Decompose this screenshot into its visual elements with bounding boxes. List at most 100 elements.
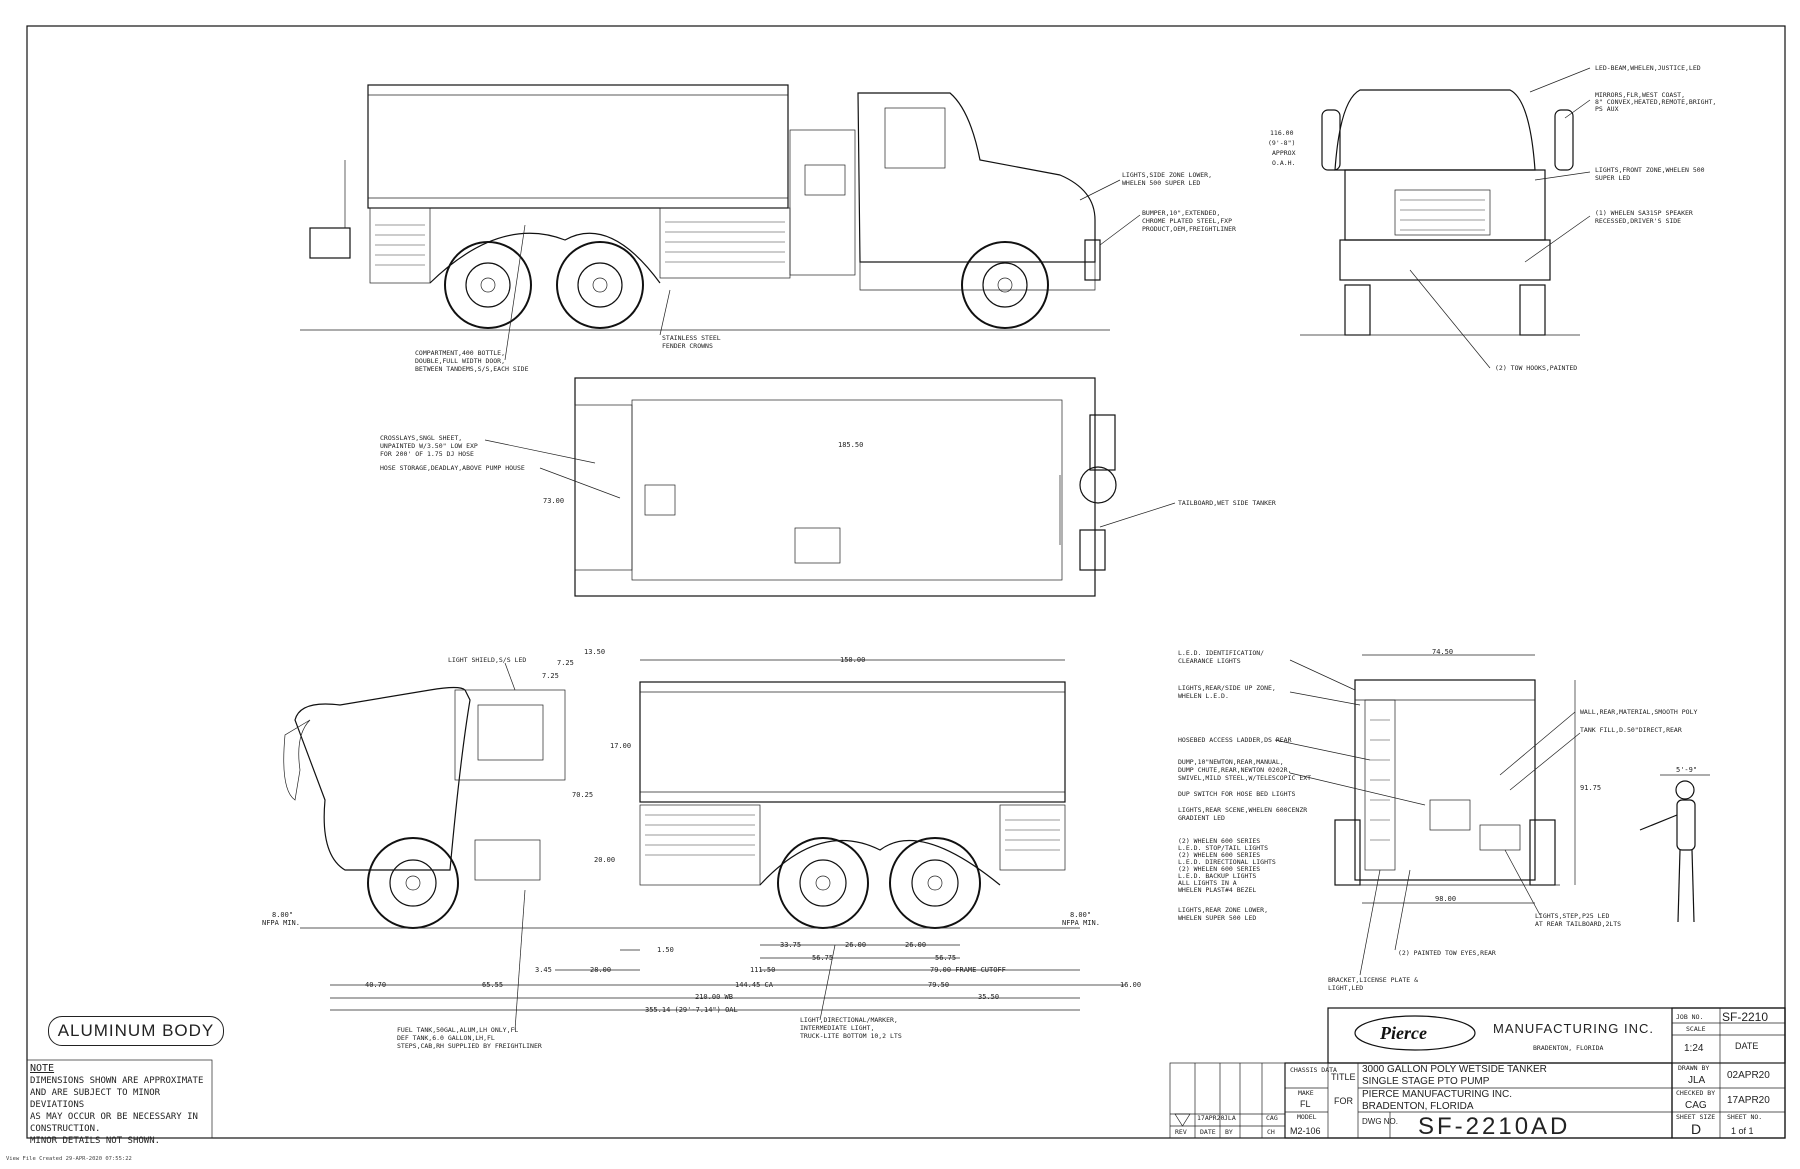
drawn-by-label: DRAWN BY: [1678, 1064, 1709, 1072]
callout-dup-switch: DUP SWITCH FOR HOSE BED LIGHTS: [1178, 790, 1295, 798]
callout-compartment-1: COMPARTMENT,400 BOTTLE,: [415, 349, 505, 357]
callout-side-light-2: WHELEN 500 SUPER LED: [1122, 179, 1200, 187]
callout-dump-2: DUMP CHUTE,REAR,NEWTON 0202R,: [1178, 766, 1292, 774]
callout-led-ident-1: L.E.D. IDENTIFICATION/: [1178, 649, 1264, 657]
dim-nfpa-right-2: NFPA MIN.: [1062, 919, 1100, 927]
note-heading: NOTE: [30, 1063, 55, 1074]
callout-hose-storage: HOSE STORAGE,DEADLAY,ABOVE PUMP HOUSE: [380, 464, 525, 472]
for-line-2: BRADENTON, FLORIDA: [1362, 1101, 1474, 1112]
callout-crosslays-1: CROSSLAYS,SNGL SHEET,: [380, 434, 462, 442]
dim-rear-base: 98.00: [1435, 895, 1456, 903]
dim-oal: 355.14 (29'-7.14") OAL: [645, 1006, 738, 1014]
rear-view: [1334, 654, 1576, 904]
dim-150: 1.50: [657, 946, 674, 954]
callout-whelen-600-7: ALL LIGHTS IN A: [1178, 879, 1237, 887]
dim-d1: 13.50: [584, 648, 605, 656]
dim-frame-cutoff: 79.00 FRAME CUTOFF: [930, 966, 1006, 974]
drawn-by: JLA: [1688, 1075, 1706, 1086]
dim-2600a: 26.00: [845, 941, 866, 949]
callout-tailboard: TAILBOARD,WET SIDE TANKER: [1178, 499, 1276, 507]
sheet-size: D: [1691, 1121, 1701, 1137]
model-label: MODEL: [1297, 1113, 1317, 1121]
callout-fender-1: STAINLESS STEEL: [662, 334, 721, 342]
dim-height-1: 116.00: [1270, 129, 1294, 137]
callout-mirrors-2: 8" CONVEX,HEATED,REMOTE,BRIGHT,: [1595, 98, 1716, 106]
dim-height-2: (9'-8"): [1268, 139, 1295, 147]
callout-dump-3: SWIVEL,MILD STEEL,W/TELESCOPIC EXT: [1178, 774, 1311, 782]
rev-header-rev: REV: [1175, 1128, 1187, 1136]
dim-6555: 65.55: [482, 981, 503, 989]
callout-rear-zone-1: LIGHTS,REAR ZONE LOWER,: [1178, 906, 1268, 914]
dim-2800: 28.00: [590, 966, 611, 974]
callout-fuel-tank-2: DEF TANK,6.0 GALLON,LH,FL: [397, 1034, 495, 1042]
drawn-date: 02APR20: [1727, 1070, 1770, 1081]
company-name: MANUFACTURING INC.: [1493, 1021, 1654, 1036]
title-block-frame: [26, 1007, 1786, 1139]
dim-11150: 111.50: [750, 966, 775, 974]
callout-compartment-2: DOUBLE,FULL WIDTH DOOR,: [415, 357, 505, 365]
rev-ch: CAG: [1266, 1114, 1278, 1122]
make-label: MAKE: [1298, 1089, 1314, 1097]
dim-wb: 210.00 WB: [695, 993, 733, 1001]
dim-ca: 144.45 CA: [735, 981, 774, 989]
revision-triangle-icon: [1174, 1113, 1191, 1127]
callout-bumper-2: CHROME PLATED STEEL,FXP: [1142, 217, 1232, 225]
dim-3375: 33.75: [780, 941, 801, 949]
dim-top-width: 73.00: [543, 497, 564, 505]
callout-front-zone-1: LIGHTS,FRONT ZONE,WHELEN 500: [1595, 166, 1705, 174]
dim-3550: 35.50: [978, 993, 999, 1001]
callout-led-ident-2: CLEARANCE LIGHTS: [1178, 657, 1241, 665]
for-line-1: PIERCE MANUFACTURING INC.: [1362, 1089, 1512, 1100]
callout-wall-rear: WALL,REAR,MATERIAL,SMOOTH POLY: [1580, 708, 1697, 716]
rev-date: 17APR20: [1197, 1114, 1224, 1122]
callout-tow-hooks: (2) TOW HOOKS,PAINTED: [1495, 364, 1577, 372]
callout-whelen-600-8: WHELEN PLAST#4 BEZEL: [1178, 886, 1256, 894]
dim-nfpa-left-1: 8.00": [272, 911, 293, 919]
model: M2-106: [1290, 1126, 1321, 1136]
sheet-no-label: SHEET NO.: [1727, 1113, 1762, 1121]
callout-fuel-tank-1: FUEL TANK,50GAL,ALUM,LH ONLY,FL: [397, 1026, 518, 1034]
dim-d3: 7.25: [542, 672, 559, 680]
rev-header-ch: CH: [1267, 1128, 1275, 1136]
callout-fuel-tank-3: STEPS,CAB,RH SUPPLIED BY FREIGHTLINER: [397, 1042, 542, 1050]
callout-fender-2: FENDER CROWNS: [662, 342, 713, 350]
callout-bumper-1: BUMPER,10",EXTENDED,: [1142, 209, 1220, 217]
callout-directional-1: LIGHT,DIRECTIONAL/MARKER,: [800, 1016, 898, 1024]
callout-crosslays-2: UNPAINTED W/3.50" LOW EXP: [380, 442, 478, 450]
dim-345: 3.45: [535, 966, 552, 974]
rev-by: JLA: [1224, 1114, 1236, 1122]
callout-speaker-2: RECESSED,DRIVER'S SIDE: [1595, 217, 1681, 225]
callout-tow-eyes: (2) PAINTED TOW EYES,REAR: [1398, 949, 1496, 957]
callout-bumper-3: PRODUCT,OEM,FREIGHTLINER: [1142, 225, 1236, 233]
note-line: CONSTRUCTION.: [30, 1124, 101, 1134]
top-view: [574, 377, 1117, 597]
dim-d5: 70.25: [572, 791, 593, 799]
company-city: BRADENTON, FLORIDA: [1533, 1044, 1604, 1052]
job-no: SF-2210: [1722, 1010, 1768, 1024]
front-view: [1300, 89, 1580, 336]
callout-bracket-1: BRACKET,LICENSE PLATE &: [1328, 976, 1418, 984]
dim-2600b: 26.00: [905, 941, 926, 949]
callout-directional-3: TRUCK-LITE BOTTOM 10,2 LTS: [800, 1032, 902, 1040]
callout-bracket-2: LIGHT,LED: [1328, 984, 1363, 992]
callout-light-shield: LIGHT SHIELD,S/S LED: [448, 656, 526, 664]
callout-step-led-1: LIGHTS,STEP,P25 LED: [1535, 912, 1609, 920]
side-view-officer: [283, 659, 1125, 1011]
checked-by: CAG: [1685, 1100, 1707, 1111]
drawing-number: SF-2210AD: [1418, 1113, 1570, 1140]
dim-height-4: O.A.H.: [1272, 159, 1295, 167]
person-figure: [1639, 774, 1710, 923]
callout-rear-side-up-1: LIGHTS,REAR/SIDE UP ZONE,: [1178, 684, 1276, 692]
note-line: AS MAY OCCUR OR BE NECESSARY IN: [30, 1112, 198, 1122]
callout-ladder: HOSEBED ACCESS LADDER,DS REAR: [1178, 736, 1292, 744]
dim-height-3: APPROX: [1272, 149, 1296, 157]
dim-5675b: 56.75: [935, 954, 956, 962]
callout-dump-1: DUMP,10"NEWTON,REAR,MANUAL,: [1178, 758, 1284, 766]
dim-nfpa-left-2: NFPA MIN.: [262, 919, 300, 927]
checked-date: 17APR20: [1727, 1095, 1770, 1106]
callout-whelen-600-2: L.E.D. STOP/TAIL LIGHTS: [1178, 844, 1268, 852]
callout-rear-side-up-2: WHELEN L.E.D.: [1178, 692, 1229, 700]
callout-led-beam: LED-BEAM,WHELEN,JUSTICE,LED: [1595, 64, 1701, 72]
note-line: MINOR DETAILS NOT SHOWN.: [30, 1136, 161, 1146]
